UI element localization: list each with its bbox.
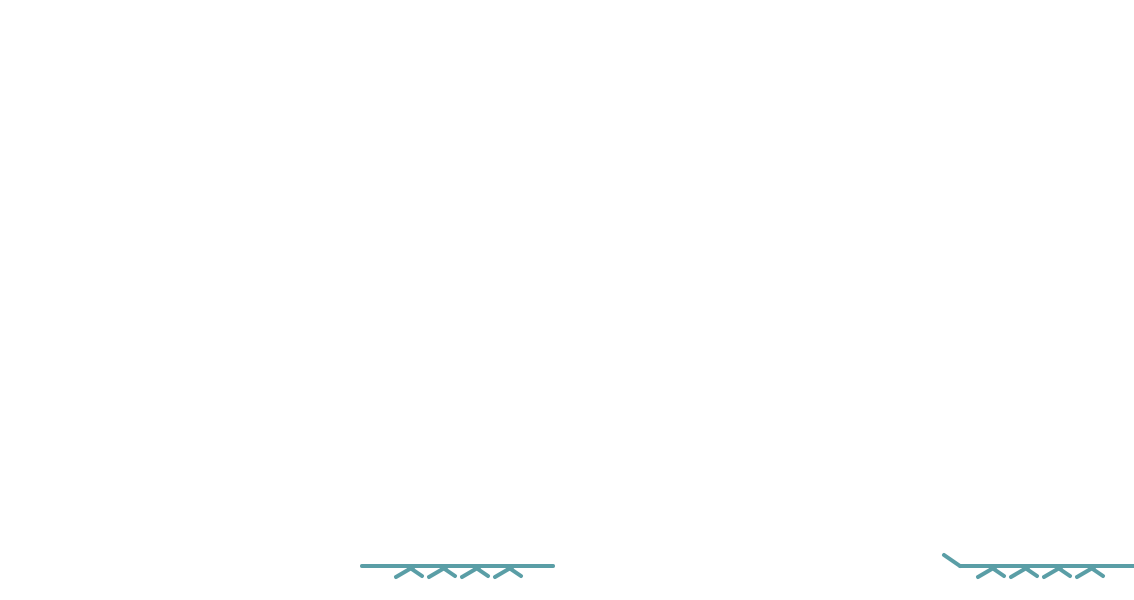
ornament-cross-stroke	[1087, 564, 1105, 578]
ornament-cross-stroke	[1021, 564, 1039, 578]
ornament-cross-stroke	[988, 564, 1006, 578]
ornament-cross-stroke	[1054, 564, 1072, 578]
decorative-divider-right	[942, 553, 1134, 579]
decorative-divider-left	[360, 564, 555, 579]
ornament-cross-stroke	[439, 564, 457, 578]
ornament-cross-stroke	[472, 564, 490, 578]
ornament-cross-stroke	[505, 564, 523, 578]
ornament-cross-stroke	[406, 564, 424, 578]
ornament-tail	[942, 553, 962, 568]
